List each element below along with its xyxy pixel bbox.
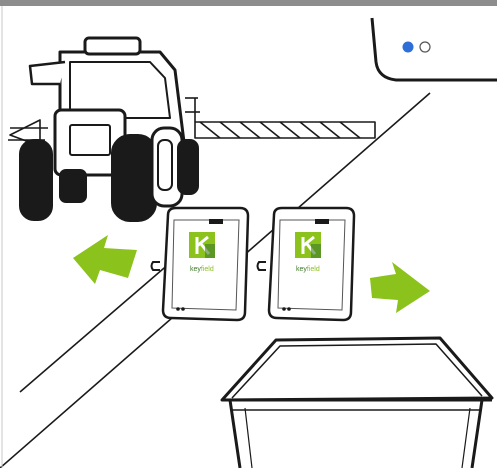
brand-prefix: key	[296, 266, 307, 273]
status-led-icon	[420, 42, 430, 52]
monitor-screen	[372, 18, 497, 80]
tractor-sprayer	[8, 38, 375, 221]
keyfield-logo-icon	[189, 232, 215, 258]
brand-prefix: key	[190, 266, 201, 273]
status-led-icon	[403, 42, 414, 53]
data-logger-device: keyfield	[258, 208, 355, 320]
storage-tub	[222, 338, 492, 468]
data-logger-device: keyfield	[152, 208, 249, 320]
svg-text:keyfield: keyfield	[296, 266, 320, 273]
brand-suffix: field	[307, 266, 320, 273]
keyfield-logo-icon	[295, 232, 321, 258]
export-arrow-icon	[73, 235, 137, 284]
brand-suffix: field	[201, 266, 214, 273]
svg-text:keyfield: keyfield	[190, 266, 214, 273]
import-arrow-icon	[370, 262, 430, 313]
